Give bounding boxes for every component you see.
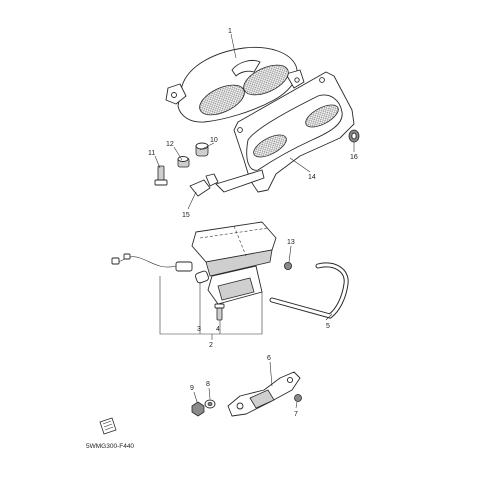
part-5-seal-strip bbox=[269, 262, 349, 319]
tail-light-bracket bbox=[215, 71, 355, 193]
part-15-clip bbox=[189, 173, 219, 197]
part-8-washer bbox=[204, 399, 216, 409]
callout-2: 2 bbox=[209, 342, 213, 349]
part-16-grommet bbox=[348, 129, 360, 143]
assembly-group-outline bbox=[159, 276, 263, 340]
part-7-screw bbox=[294, 394, 302, 402]
reference-mark-icon bbox=[99, 417, 117, 435]
tail-light-lens bbox=[165, 46, 305, 123]
drawing-code: 5WMG300-F440 bbox=[86, 443, 134, 450]
callout-14: 14 bbox=[308, 174, 316, 181]
part-6-bracket bbox=[227, 371, 301, 417]
callout-7: 7 bbox=[294, 411, 298, 418]
callout-10: 10 bbox=[210, 137, 218, 144]
callout-3: 3 bbox=[197, 326, 201, 333]
callout-12: 12 bbox=[166, 141, 174, 148]
part-11-bolt bbox=[154, 165, 168, 186]
callout-16: 16 bbox=[350, 154, 358, 161]
callout-5: 5 bbox=[326, 323, 330, 330]
tail-light-body bbox=[111, 221, 277, 305]
part-12-collar bbox=[177, 156, 190, 168]
part-3-bulb bbox=[195, 270, 209, 284]
part-13-screw bbox=[283, 261, 292, 270]
part-4-screw bbox=[214, 303, 225, 321]
callout-4: 4 bbox=[216, 326, 220, 333]
callout-9: 9 bbox=[190, 385, 194, 392]
callout-6: 6 bbox=[267, 355, 271, 362]
callout-15: 15 bbox=[182, 212, 190, 219]
leader-lines bbox=[154, 33, 355, 409]
part-10-grommet bbox=[195, 142, 209, 157]
callout-8: 8 bbox=[206, 381, 210, 388]
callout-13: 13 bbox=[287, 239, 295, 246]
part-9-nut bbox=[191, 401, 205, 417]
callout-11: 11 bbox=[148, 150, 155, 157]
callout-1: 1 bbox=[228, 28, 232, 35]
